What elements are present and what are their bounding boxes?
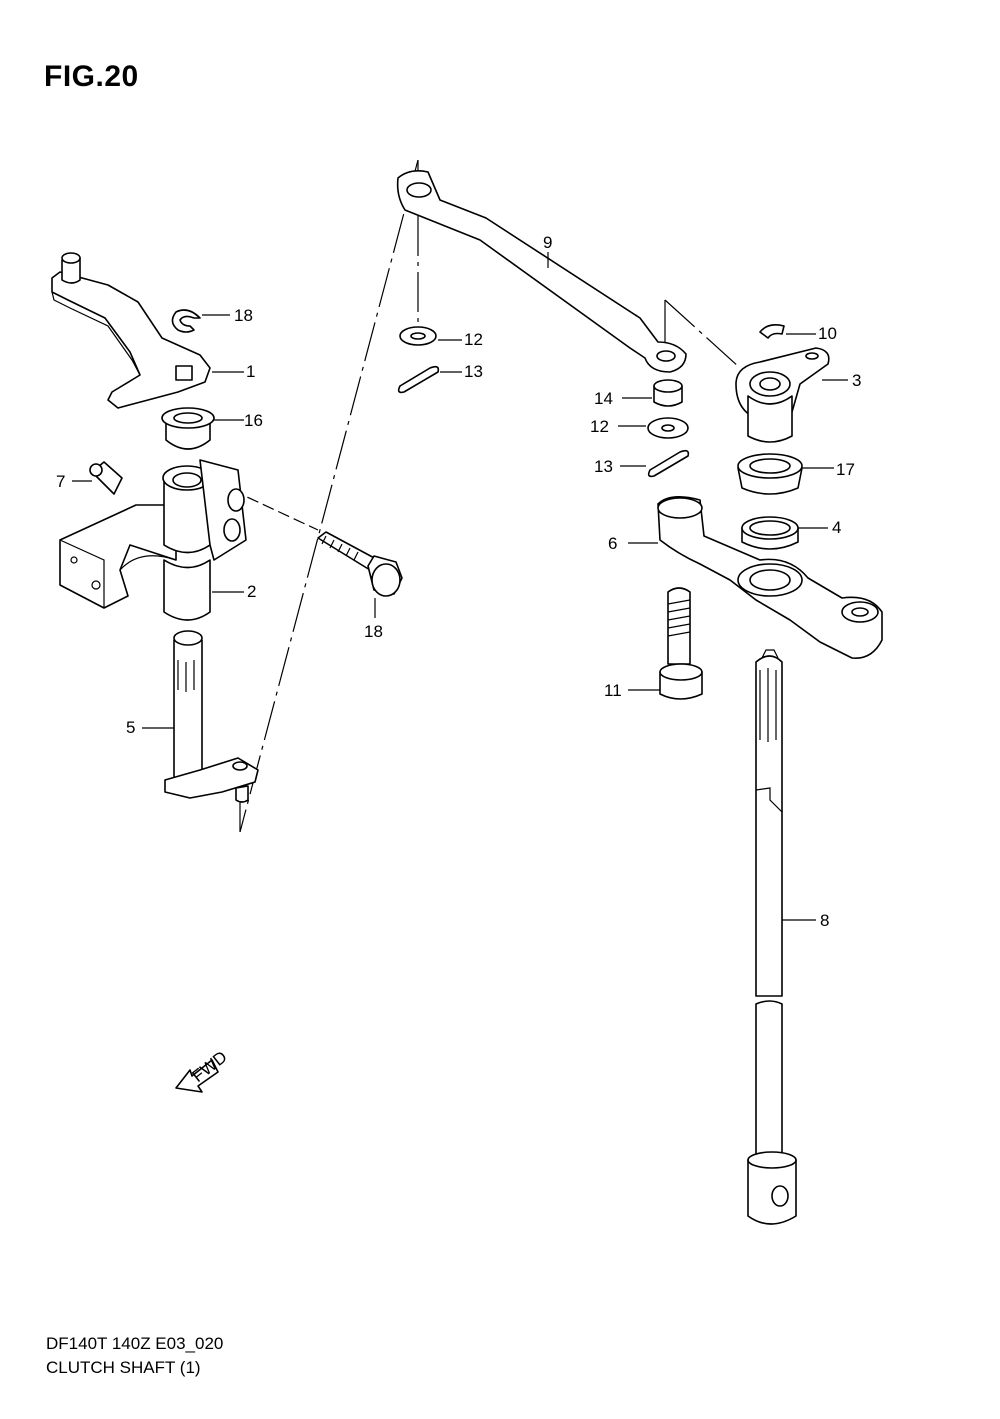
part-12-washer-upper <box>399 326 437 346</box>
fwd-direction-arrow: FWD <box>175 1047 231 1093</box>
part-7-grease-nipple <box>89 461 123 495</box>
part-15-bushing <box>161 407 215 450</box>
callout-10: 10 <box>818 324 837 343</box>
callout-14: 14 <box>594 389 613 408</box>
callout-4: 4 <box>832 518 841 537</box>
callout-12-upper: 12 <box>464 330 483 349</box>
part-9-link-rod <box>396 170 687 373</box>
callout-16: 17 <box>836 460 855 479</box>
part-18-bolt <box>317 531 403 597</box>
callout-1: 1 <box>246 362 255 381</box>
callout-8: 8 <box>820 911 829 930</box>
part-13-cotter-pin-upper <box>397 365 440 394</box>
part-13-cotter-pin-lower <box>647 449 690 478</box>
part-12-washer-lower <box>647 417 689 439</box>
assembly-guide-lines <box>231 159 741 833</box>
callout-18: 18 <box>364 622 383 641</box>
leader-lines <box>72 252 848 921</box>
callout-11: 11 <box>604 681 622 700</box>
callout-7: 7 <box>56 472 65 491</box>
callout-labels: 18 1 16 7 2 18 5 9 12 13 10 3 14 12 13 1… <box>56 233 861 930</box>
callout-12-lower: 12 <box>590 417 609 436</box>
callout-15: 16 <box>244 411 263 430</box>
callout-5: 5 <box>126 718 135 737</box>
part-6-bell-crank <box>657 496 883 659</box>
diagram-name: CLUTCH SHAFT (1) <box>46 1358 201 1377</box>
callout-17: 18 <box>234 306 253 325</box>
part-16-bushing <box>737 453 803 495</box>
part-17-e-clip <box>171 309 201 333</box>
callout-2: 2 <box>247 582 256 601</box>
callout-6: 6 <box>608 534 617 553</box>
part-4-ring <box>741 516 799 550</box>
figure-title: FIG.20 <box>44 60 139 93</box>
part-14-bushing <box>653 379 683 407</box>
part-5-clutch-rod <box>164 630 259 803</box>
part-2-bracket <box>59 459 247 621</box>
part-11-bolt <box>659 587 703 700</box>
callout-13-upper: 13 <box>464 362 483 381</box>
part-8-clutch-shaft <box>747 649 797 1225</box>
part-1-shift-lever <box>51 252 211 409</box>
part-3-clutch-lever <box>735 347 830 443</box>
callout-13-lower: 13 <box>594 457 613 476</box>
part-10-clip <box>759 324 785 339</box>
callout-3: 3 <box>852 371 861 390</box>
fwd-label: FWD <box>188 1047 230 1086</box>
callout-9: 9 <box>543 233 552 252</box>
model-code: DF140T 140Z E03_020 <box>46 1334 224 1353</box>
